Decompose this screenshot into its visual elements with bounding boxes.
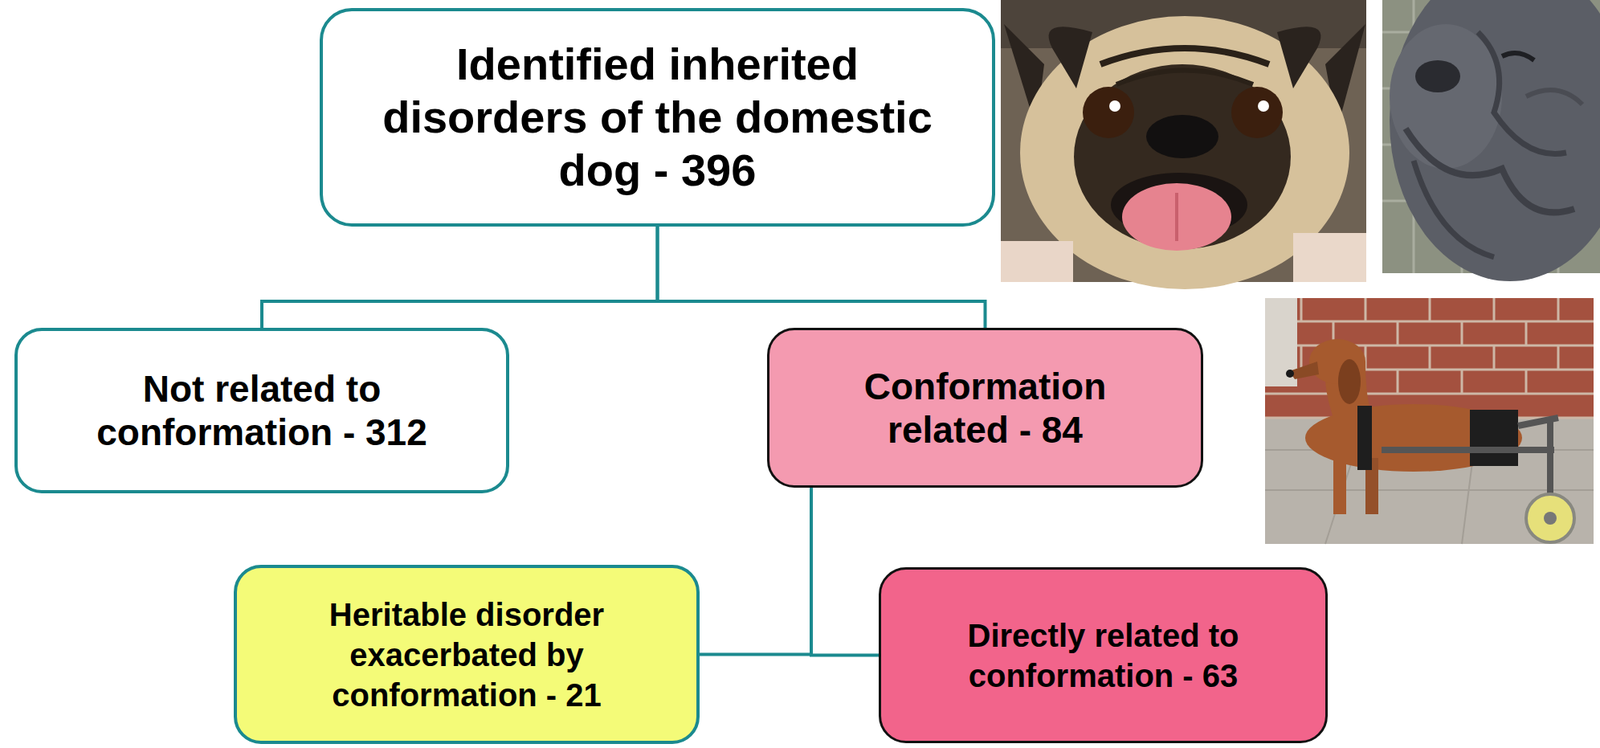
illustration-part <box>1082 86 1135 139</box>
illustration-part <box>1543 511 1557 525</box>
illustration-part <box>1526 493 1575 543</box>
illustration-part <box>1526 89 1583 105</box>
root-box: Identified inherited disorders of the do… <box>319 8 996 227</box>
node-text: Directly related to conformation - 63 <box>914 615 1293 696</box>
illustration-part <box>1469 409 1519 466</box>
illustration-part <box>1415 60 1461 93</box>
mastiff-photo <box>1382 0 1600 282</box>
illustration-part <box>1285 369 1294 378</box>
node-text: Conformation related - 84 <box>808 364 1163 452</box>
pug-photo <box>1000 0 1367 290</box>
illustration-part <box>1122 183 1232 251</box>
illustration-part <box>1389 24 1503 169</box>
illustration-part <box>1265 297 1594 419</box>
illustration-part <box>1100 48 1270 65</box>
illustration-part <box>1477 32 1567 154</box>
node-text: Heritable disorder exacerbated by confor… <box>293 594 640 715</box>
illustration-part <box>1146 114 1219 159</box>
illustration-part <box>1175 192 1179 241</box>
connector-line <box>261 226 658 328</box>
illustration-part <box>1502 53 1535 61</box>
node-text: Identified inherited disorders of the do… <box>360 37 956 197</box>
category-box: Not related to conformation - 312 <box>14 327 510 494</box>
subcategory-box: Heritable disorder exacerbated by confor… <box>233 564 700 744</box>
category-box: Conformation related - 84 <box>767 327 1204 488</box>
illustration-part <box>1289 361 1319 380</box>
illustration-part <box>1277 26 1321 89</box>
illustration-part <box>1000 240 1074 282</box>
illustration-part <box>1333 457 1347 515</box>
illustration-part <box>1265 297 1594 544</box>
dachshund-photo <box>1265 297 1594 544</box>
illustration-part <box>1109 100 1121 112</box>
illustration-part <box>1389 0 1600 282</box>
illustration-part <box>1381 417 1559 515</box>
illustration-part <box>1048 26 1093 89</box>
illustration-part <box>1231 86 1283 139</box>
illustration-part <box>1257 100 1270 112</box>
subcategory-box: Directly related to conformation - 63 <box>878 567 1328 743</box>
connector-line <box>657 226 986 328</box>
node-text: Not related to conformation - 312 <box>53 367 471 454</box>
connector-line <box>811 487 879 656</box>
illustration-part <box>1265 297 1298 387</box>
illustration-part <box>1293 232 1367 282</box>
illustration-part <box>1413 160 1494 258</box>
illustration-part <box>1357 405 1372 470</box>
illustration-part <box>1338 359 1361 405</box>
connector-line <box>699 487 812 655</box>
illustration-part <box>1116 70 1254 86</box>
